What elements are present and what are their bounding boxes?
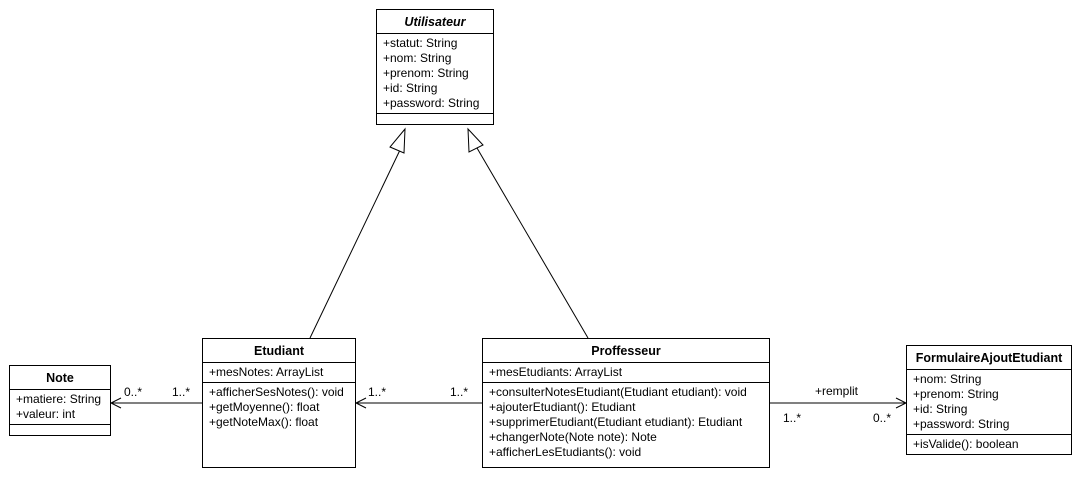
attribute: +password: String: [913, 417, 1010, 431]
attribute: +matiere: String: [16, 392, 102, 406]
attribute: +id: String: [913, 402, 968, 416]
attribute: +mesNotes: ArrayList: [209, 365, 324, 379]
class-etudiant[interactable]: Etudiant +mesNotes: ArrayList +afficherS…: [202, 338, 356, 468]
class-note[interactable]: Note +matiere: String +valeur: int: [9, 365, 111, 436]
generalization-proffesseur-arrowhead: [467, 127, 484, 153]
method: +changerNote(Note note): Note: [489, 430, 657, 444]
method: +getMoyenne(): float: [209, 400, 320, 414]
attribute: +nom: String: [913, 372, 982, 386]
mult-formulaire-end: 0..*: [873, 411, 892, 425]
method: +isValide(): boolean: [913, 437, 1019, 451]
association-etudiant-note-arrowhead: [109, 397, 122, 409]
class-utilisateur[interactable]: Utilisateur +statut: String +nom: String…: [376, 9, 494, 125]
class-utilisateur-attributes: +statut: String +nom: String +prenom: St…: [377, 34, 493, 114]
mult-etudiant-end: 1..*: [368, 385, 387, 399]
class-etudiant-attributes: +mesNotes: ArrayList: [203, 363, 355, 383]
attribute: +id: String: [383, 81, 438, 95]
generalization-proffesseur-line: [476, 147, 589, 339]
class-note-name: Note: [10, 366, 110, 390]
attribute: +statut: String: [383, 36, 458, 50]
attribute: +prenom: String: [913, 387, 999, 401]
association-prof-etudiant-arrowhead: [354, 397, 367, 409]
attribute: +prenom: String: [383, 66, 469, 80]
attribute: +valeur: int: [16, 407, 76, 421]
class-formulaire-attributes: +nom: String +prenom: String +id: String…: [907, 370, 1071, 435]
class-proffesseur[interactable]: Proffesseur +mesEtudiants: ArrayList +co…: [482, 338, 770, 468]
class-formulaire-methods: +isValide(): boolean: [907, 435, 1071, 454]
method: +afficherLesEtudiants(): void: [489, 445, 642, 459]
mult-prof-etudiant-source: 1..*: [450, 385, 469, 399]
class-proffesseur-attributes: +mesEtudiants: ArrayList: [483, 363, 769, 383]
class-etudiant-methods: +afficherSesNotes(): void +getMoyenne():…: [203, 383, 355, 432]
method: +afficherSesNotes(): void: [209, 385, 344, 399]
class-note-attributes: +matiere: String +valeur: int: [10, 390, 110, 425]
mult-prof-formulaire-source: 1..*: [783, 411, 802, 425]
class-formulaire-ajout-etudiant[interactable]: FormulaireAjoutEtudiant +nom: String +pr…: [906, 345, 1072, 455]
method: +getNoteMax(): float: [209, 415, 319, 429]
method: +ajouterEtudiant(): Etudiant: [489, 400, 636, 414]
attribute: +password: String: [383, 96, 480, 110]
association-label-remplit: +remplit: [815, 384, 859, 398]
attribute: +mesEtudiants: ArrayList: [489, 365, 623, 379]
class-formulaire-name: FormulaireAjoutEtudiant: [907, 346, 1071, 370]
class-note-methods: [10, 425, 110, 435]
class-utilisateur-name: Utilisateur: [377, 10, 493, 34]
generalization-etudiant-line: [309, 149, 401, 339]
class-etudiant-name: Etudiant: [203, 339, 355, 363]
class-utilisateur-methods: [377, 114, 493, 124]
method: +consulterNotesEtudiant(Etudiant etudian…: [489, 385, 747, 399]
generalization-etudiant-arrowhead: [389, 127, 406, 154]
class-proffesseur-methods: +consulterNotesEtudiant(Etudiant etudian…: [483, 383, 769, 462]
method: +supprimerEtudiant(Etudiant etudiant): E…: [489, 415, 743, 429]
mult-etudiant-note-source: 1..*: [172, 385, 191, 399]
class-proffesseur-name: Proffesseur: [483, 339, 769, 363]
attribute: +nom: String: [383, 51, 452, 65]
mult-note-end: 0..*: [124, 385, 143, 399]
